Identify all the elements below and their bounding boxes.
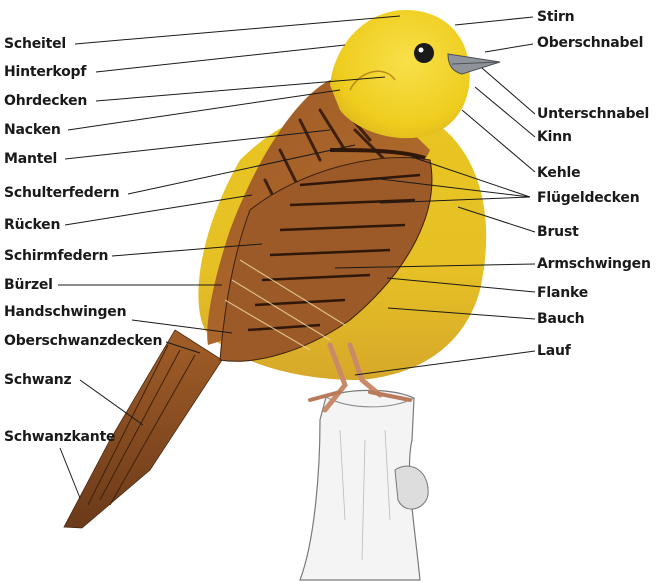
label-buerzel: Bürzel bbox=[4, 277, 53, 293]
label-fluegeldecken: Flügeldecken bbox=[537, 190, 639, 206]
label-mantel: Mantel bbox=[4, 151, 57, 167]
label-bauch: Bauch bbox=[537, 311, 584, 327]
label-lauf: Lauf bbox=[537, 343, 571, 359]
label-kehle: Kehle bbox=[537, 165, 580, 181]
label-kinn: Kinn bbox=[537, 129, 572, 145]
label-unterschnabel: Unterschnabel bbox=[537, 106, 649, 122]
label-schulterfedern: Schulterfedern bbox=[4, 185, 119, 201]
perch-post bbox=[300, 390, 428, 580]
label-schwanzkante: Schwanzkante bbox=[4, 429, 115, 445]
label-oberschwanzdecken: Oberschwanzdecken bbox=[4, 333, 162, 349]
label-stirn: Stirn bbox=[537, 9, 574, 25]
label-scheitel: Scheitel bbox=[4, 36, 66, 52]
label-ohrdecken: Ohrdecken bbox=[4, 93, 87, 109]
label-handschwingen: Handschwingen bbox=[4, 304, 126, 320]
label-hinterkopf: Hinterkopf bbox=[4, 64, 86, 80]
label-oberschnabel: Oberschnabel bbox=[537, 35, 643, 51]
label-ruecken: Rücken bbox=[4, 217, 60, 233]
label-schirmfedern: Schirmfedern bbox=[4, 248, 108, 264]
head bbox=[330, 10, 500, 138]
label-nacken: Nacken bbox=[4, 122, 61, 138]
label-armschwingen: Armschwingen bbox=[537, 256, 651, 272]
label-flanke: Flanke bbox=[537, 285, 588, 301]
eye bbox=[414, 43, 434, 63]
label-schwanz: Schwanz bbox=[4, 372, 71, 388]
label-brust: Brust bbox=[537, 224, 579, 240]
